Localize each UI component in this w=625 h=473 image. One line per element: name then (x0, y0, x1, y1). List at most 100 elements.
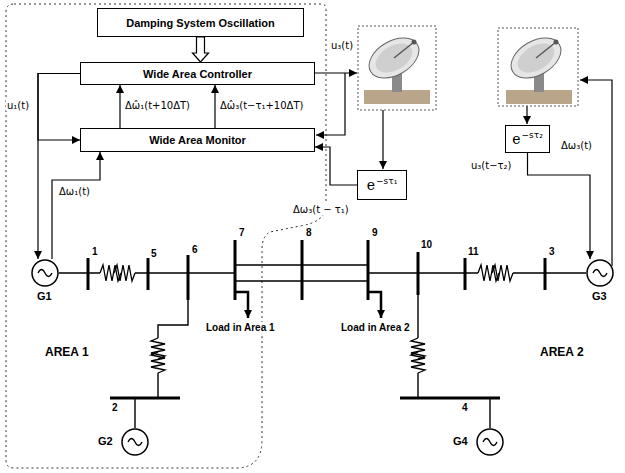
area-label: AREA 1 (45, 345, 89, 359)
generator-label: G3 (592, 290, 607, 302)
area-label: AREA 2 (540, 345, 584, 359)
transfer-function: e−sτ₁ (367, 176, 398, 194)
satellite-dish (362, 30, 426, 86)
generator: G4 (476, 428, 504, 456)
generator-symbol (121, 428, 149, 456)
bus-number: 8 (306, 227, 312, 238)
load-arrow (235, 292, 248, 318)
transformer-symbol (100, 265, 513, 373)
process-box: Wide Area Monitor (80, 128, 315, 152)
transformer-symbol (151, 352, 165, 373)
bus-number: 4 (462, 402, 468, 413)
signal-wire (382, 110, 383, 169)
bus-bar (88, 240, 545, 398)
signal-wire (315, 73, 612, 266)
transformer-symbol (411, 352, 425, 373)
bus-number: 11 (468, 246, 479, 257)
satellite-dish (554, 40, 559, 45)
transfer-function: e−sτ₂ (512, 130, 543, 148)
signal-label: Δω₃(t − τ₁) (292, 204, 350, 215)
bus-number: 10 (421, 239, 432, 250)
load-arrow (368, 292, 381, 318)
satellite-dish (513, 38, 560, 79)
generator: G2 (121, 428, 149, 456)
generator-symbol (32, 260, 58, 286)
generator-symbol (593, 270, 607, 277)
signal-connector (119, 85, 120, 128)
signal-connector (214, 85, 215, 128)
signal-connector (38, 74, 80, 260)
box-title: Wide Area Controller (143, 68, 252, 80)
bus-number: 5 (151, 248, 157, 259)
bus-number: 6 (192, 244, 198, 255)
signal-wire (316, 73, 345, 135)
transformer-symbol (492, 265, 513, 281)
antenna-frame (358, 26, 578, 110)
generator-symbol (38, 270, 52, 277)
generator-symbol (587, 260, 613, 286)
load-label: Load in Area 2 (340, 322, 411, 333)
satellite-dish (504, 30, 572, 104)
signal-connector (315, 147, 357, 185)
signal-connector (52, 152, 100, 259)
delay-block: e−sτ₂ (505, 125, 550, 153)
generator-label: G1 (37, 290, 52, 302)
satellite-dish (394, 42, 414, 58)
antenna-frame (358, 26, 436, 110)
satellite-dish (371, 38, 418, 79)
generator-symbol (476, 428, 504, 456)
bus-bar (88, 240, 545, 398)
transformer-symbol (114, 265, 135, 281)
load-label: Load in Area 1 (205, 322, 276, 333)
signal-wire (526, 106, 527, 124)
signal-label: Δω̂₁(t+10ΔT) (124, 100, 191, 111)
bus-number: 9 (372, 227, 378, 238)
process-box: Damping System Oscillation (97, 8, 304, 37)
generator: G3 (586, 259, 614, 287)
exponent-base: e (367, 177, 375, 193)
signal-connector (528, 153, 591, 259)
satellite-dish (362, 30, 430, 104)
load-arrow (235, 292, 381, 318)
signal-label: Δω₃(t) (560, 140, 593, 151)
generator-symbol (477, 429, 503, 455)
signal-label: u₃(t−τ₂) (470, 160, 512, 171)
bus-number: 3 (549, 246, 555, 257)
box-title: Wide Area Monitor (149, 134, 246, 146)
exponent: −sτ₂ (522, 130, 543, 140)
box-title: Damping System Oscillation (126, 17, 275, 29)
signal-label: Δω̂₃(t−τ₁+10ΔT) (219, 100, 304, 111)
bus-number: 1 (92, 246, 98, 257)
delay-block: e−sτ₁ (357, 170, 407, 200)
signal-label: u₁(t) (6, 100, 30, 111)
generator-label: G2 (98, 435, 113, 447)
bus-number: 7 (239, 227, 245, 238)
signal-connector (193, 37, 209, 62)
generator: G1 (31, 259, 59, 287)
bus-number: 2 (112, 402, 118, 413)
signal-wire (580, 80, 612, 266)
generator-symbol (483, 439, 497, 446)
process-box: Wide Area Controller (80, 62, 315, 85)
generator-symbol (128, 439, 142, 446)
signal-connector (38, 74, 80, 141)
transmission-line (59, 265, 586, 428)
generator-symbol (122, 429, 148, 455)
transmission-line (59, 265, 586, 281)
signal-label: u₃(t) (330, 40, 354, 51)
antenna-frame (498, 28, 578, 106)
satellite-dish (412, 40, 417, 45)
satellite-dish (504, 30, 568, 86)
generator-label: G4 (453, 435, 468, 447)
satellite-dish (506, 90, 572, 104)
exponent: −sτ₁ (376, 176, 397, 186)
exponent-base: e (512, 131, 520, 147)
satellite-dish (364, 90, 430, 104)
generator-symbol (31, 259, 59, 287)
satellite-dish (536, 42, 556, 58)
signal-wire (315, 72, 357, 73)
signal-label: Δω₁(t) (58, 186, 91, 197)
generator-symbol (586, 259, 614, 287)
transmission-line (135, 295, 490, 428)
